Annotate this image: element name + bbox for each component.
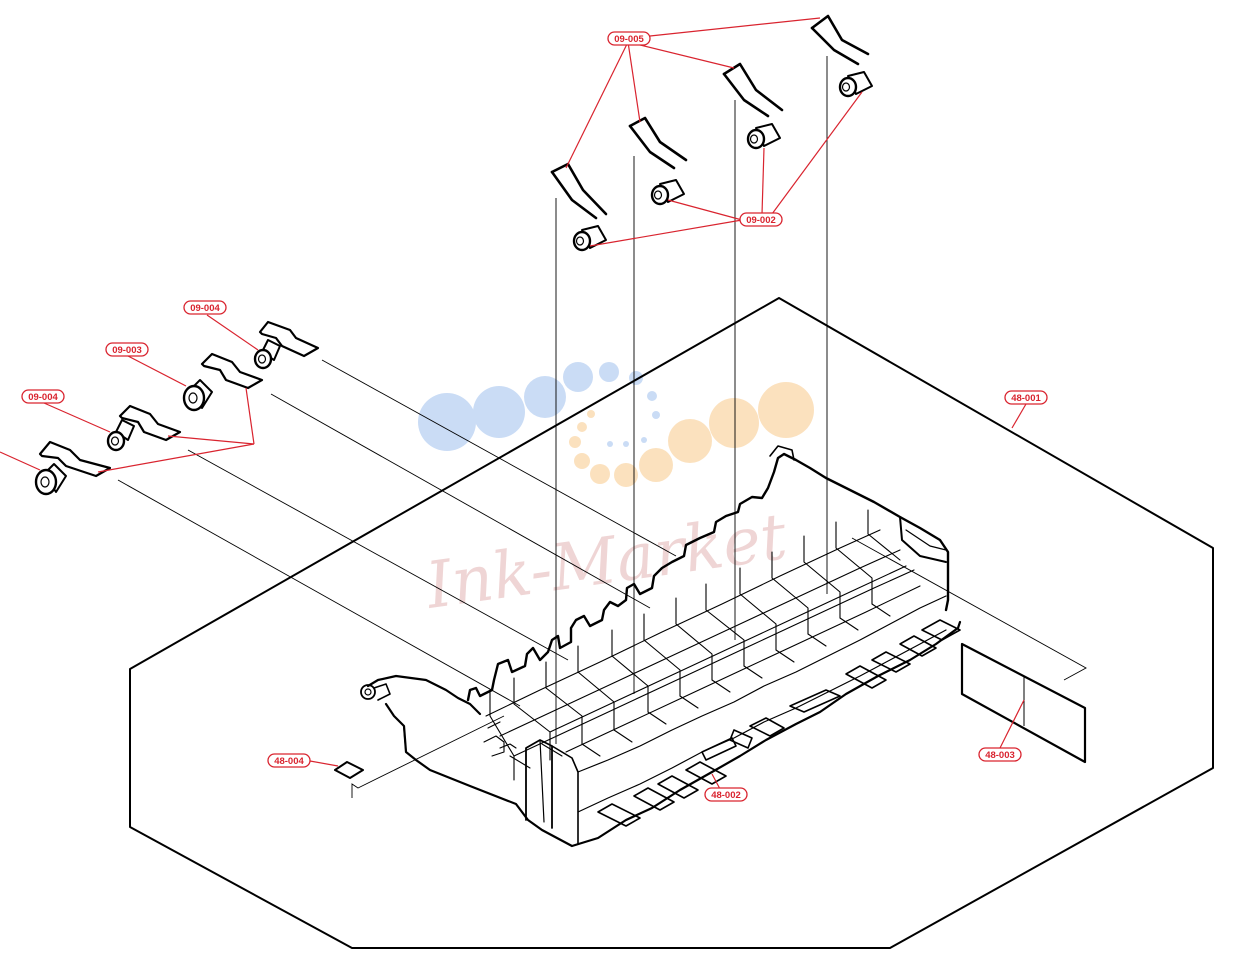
roller-09-002-c xyxy=(746,123,781,150)
tray-assembly-48-002 xyxy=(360,445,962,848)
callout-48-004: 48-004 xyxy=(267,753,311,768)
ink-market-watermark: Ink-Market xyxy=(418,362,814,624)
callout-09-005: 09-005 xyxy=(607,31,651,46)
svg-text:48-001: 48-001 xyxy=(1011,393,1041,404)
svg-text:48-003: 48-003 xyxy=(985,750,1015,761)
callout-09-004-upper: 09-004 xyxy=(183,300,227,315)
chip-48-004 xyxy=(334,761,364,779)
roller-09-002-d xyxy=(838,71,873,98)
rollers-left xyxy=(34,339,281,496)
svg-text:48-002: 48-002 xyxy=(711,790,741,801)
outline-48-001 xyxy=(129,297,1214,949)
leader-lines xyxy=(0,17,1027,790)
roller-left-end xyxy=(34,463,67,496)
svg-text:09-005: 09-005 xyxy=(614,34,644,45)
watermark-orange-dots xyxy=(569,382,814,487)
rollers-09-002 xyxy=(572,71,873,252)
callout-09-003: 09-003 xyxy=(105,342,149,357)
roller-09-004-upper xyxy=(253,339,281,370)
svg-text:09-003: 09-003 xyxy=(112,345,142,356)
svg-text:09-004: 09-004 xyxy=(190,303,220,314)
card-48-003 xyxy=(960,642,1087,764)
callout-48-003: 48-003 xyxy=(978,747,1022,762)
svg-text:48-004: 48-004 xyxy=(274,756,304,767)
roller-09-002-b xyxy=(650,179,685,206)
assembly-lines xyxy=(117,56,1087,798)
callout-48-002: 48-002 xyxy=(704,787,748,802)
callouts: 09-005 09-002 09-004 09-003 09-004 48-00… xyxy=(21,31,1048,802)
roller-09-004-lower xyxy=(106,419,135,452)
roller-09-003 xyxy=(182,379,213,412)
svg-text:09-004: 09-004 xyxy=(28,392,58,403)
roller-09-002-a xyxy=(572,225,607,252)
callout-09-004-lower: 09-004 xyxy=(21,389,65,404)
svg-text:09-002: 09-002 xyxy=(746,215,776,226)
callout-48-001: 48-001 xyxy=(1004,390,1048,405)
leaf-springs-left xyxy=(38,320,320,478)
callout-09-002: 09-002 xyxy=(739,212,783,227)
watermark-blue-dots xyxy=(418,362,660,451)
springs-09-005 xyxy=(550,14,870,220)
